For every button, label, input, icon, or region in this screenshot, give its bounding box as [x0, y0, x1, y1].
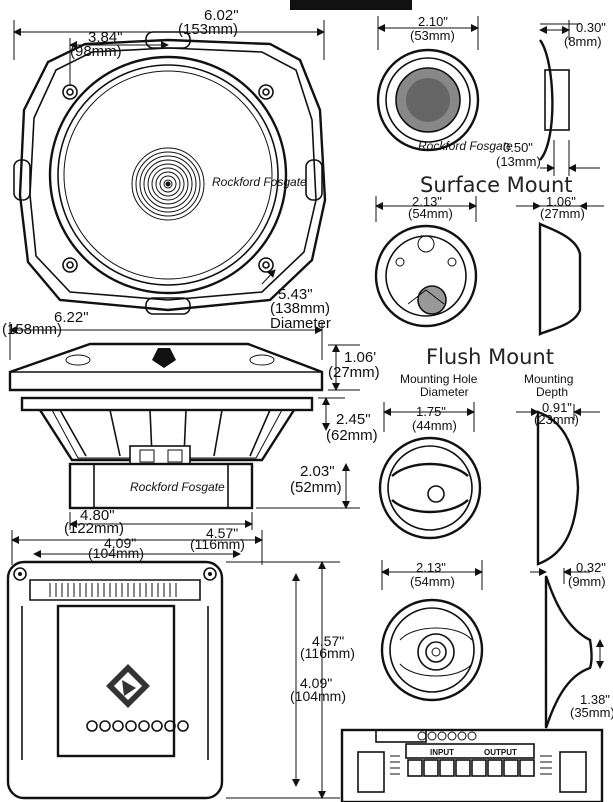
flush-hole-mm: (44mm) — [412, 418, 457, 433]
woofer-flange-in: 1.06' — [344, 349, 376, 366]
tweeter-front-view: 2.10" (53mm) Rockford Fosgate 0.30" (8mm… — [376, 14, 606, 176]
surface-mount-view: 2.13" (54mm) 1.06" (27mm) — [374, 194, 604, 336]
hole-header-line2: Diameter — [420, 385, 469, 399]
tweeter-width-in: 2.10" — [418, 14, 448, 29]
flush-depth-in: 0.91" — [542, 400, 572, 415]
woofer-side-width-in: 6.22" — [54, 309, 89, 326]
mounting-tabs — [13, 31, 323, 315]
surface-mount-title: Surface Mount — [420, 173, 573, 197]
tweeter-logo: Rockford Fosgate — [418, 139, 513, 153]
woofer-front-view: Rockford Fosgate — [13, 31, 327, 315]
surface-height-in: 1.06" — [546, 194, 576, 209]
woofer-magnet-width-in: 4.80" — [80, 507, 115, 524]
flush-hole-in: 1.75" — [416, 404, 446, 419]
woofer-logo: Rockford Fosgate — [212, 175, 307, 189]
terminal-input-label: INPUT — [430, 748, 454, 757]
top-tab — [290, 0, 412, 10]
flush2-width-mm: (54mm) — [410, 574, 455, 589]
flush2-width-in: 2.13" — [416, 560, 446, 575]
tweeter-depth-in: 0.30" — [576, 20, 606, 35]
flush-mount-title: Flush Mount — [426, 345, 554, 369]
woofer-flange-mm: (27mm) — [328, 364, 380, 381]
crossover-inner-in: 4.09" — [104, 535, 136, 551]
hole-header-line1: Mounting Hole — [400, 372, 478, 386]
woofer-overall-mm: (153mm) — [178, 21, 238, 38]
surface-width-in: 2.13" — [412, 194, 442, 209]
woofer-overall-in: 6.02" — [204, 7, 239, 24]
dust-cap — [131, 147, 205, 221]
woofer-inner-mm: (98mm) — [70, 43, 122, 60]
magnet-logo: Rockford Fosgate — [130, 480, 225, 494]
woofer-side-view: 6.22" (158mm) 1.06' (27mm) 2.45" (62mm) … — [2, 309, 380, 537]
terminal-block: INPUT OUTPUT — [340, 728, 604, 802]
depth-header-line1: Mounting — [524, 372, 573, 386]
tweeter-offset-in: 0.50" — [503, 140, 533, 155]
crossover-height-inner-in: 4.09" — [300, 675, 332, 691]
surface-width-mm: (54mm) — [408, 206, 453, 221]
tweeter-offset-mm: (13mm) — [496, 154, 541, 169]
flush-mount-view: 1.75" (44mm) 0.91" (23mm) — [378, 400, 600, 566]
woofer-inner-in: 3.84" — [88, 29, 123, 46]
tweeter-width-mm: (53mm) — [410, 28, 455, 43]
flush2-height-in: 1.38" — [580, 692, 610, 707]
flush2-height-mm: (35mm) — [570, 705, 613, 720]
crossover-outer-mm: (116mm) — [190, 536, 245, 552]
crossover-inner-mm: (104mm) — [88, 545, 144, 561]
surface-height-mm: (27mm) — [540, 206, 585, 221]
crossover-height-inner-mm: (104mm) — [290, 688, 346, 704]
flush-mount-view-2: 2.13" (54mm) 0.32" (9mm) 1.38" (35mm) — [380, 560, 613, 729]
crossover-height-outer-mm: (116mm) — [300, 645, 355, 661]
woofer-side-width-mm: (158mm) — [2, 321, 62, 338]
tweeter-depth-mm: (8mm) — [564, 34, 602, 49]
crossover-view: 4.57" (116mm) 4.09" (104mm) — [6, 525, 355, 800]
crossover-height-outer-in: 4.57" — [312, 633, 344, 649]
woofer-magnet-mm: (52mm) — [290, 479, 342, 496]
woofer-magnet-in: 2.03" — [300, 463, 335, 480]
flush2-depth-mm: (9mm) — [568, 574, 606, 589]
flush-depth-mm: (23mm) — [534, 412, 579, 427]
crossover-outer-in: 4.57" — [206, 525, 238, 541]
flush2-depth-in: 0.32" — [576, 560, 606, 575]
woofer-diameter-mm: (138mm) — [270, 300, 330, 317]
woofer-basket-outline — [18, 38, 327, 312]
woofer-depth-mm: (62mm) — [326, 427, 378, 444]
depth-header-line2: Depth — [536, 385, 568, 399]
crossover-terminals — [86, 720, 189, 732]
woofer-depth-in: 2.45" — [336, 411, 371, 428]
woofer-magnet-width-mm: (122mm) — [64, 520, 124, 537]
terminal-output-label: OUTPUT — [484, 748, 517, 757]
woofer-diameter-in: 5.43" — [278, 286, 313, 303]
